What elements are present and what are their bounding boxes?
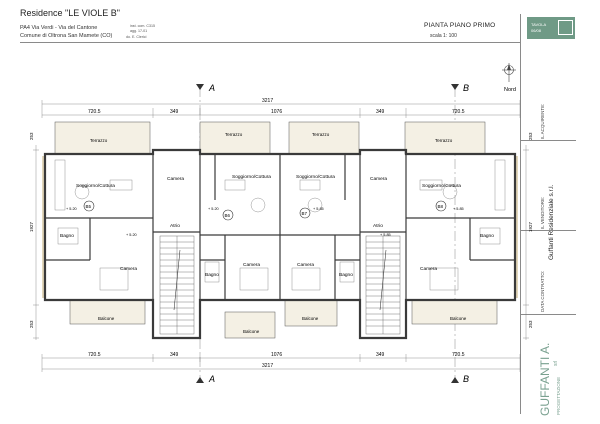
dimension-top [41, 100, 521, 118]
room-soggiorno-2: Soggiorno/Cottura [232, 174, 271, 180]
address-line: PA4 Via Verdi - Via del Cantone [20, 25, 98, 31]
unit-label-2: B6 [225, 213, 231, 218]
room-terrazzo-1: Terrazzo [90, 138, 108, 143]
dim-bottom-total: 3217 [262, 363, 273, 369]
furniture [54, 159, 506, 291]
section-b-bottom: B [463, 374, 469, 384]
room-balcone-2: Balcone [243, 329, 260, 334]
header-divider [20, 42, 520, 43]
terraces [54, 121, 486, 155]
wall-accents [42, 156, 518, 298]
dim-right-1: 253 [528, 132, 533, 140]
unit-label-1: B5 [86, 204, 92, 209]
dim-top-2: 349 [170, 109, 179, 115]
dim-left-2: 1927 [29, 221, 34, 232]
room-balcone-3: Balcone [302, 316, 319, 321]
section-a-top: A [208, 83, 215, 93]
dim-bottom-4: 349 [376, 352, 385, 358]
dim-bottom-5: 720.5 [452, 352, 465, 358]
room-camera-5: Camera [297, 262, 314, 268]
side-divider-3 [520, 314, 576, 315]
room-atrio-1: Atrio [170, 223, 180, 229]
level-1: + 5.20 [66, 207, 77, 211]
dim-top-3: 1076 [271, 109, 282, 115]
room-bagno-3: Bagno [339, 272, 353, 278]
side-divider-1 [520, 140, 576, 141]
north-label: Nord [504, 87, 516, 93]
dim-bottom-1: 720.5 [88, 352, 101, 358]
room-soggiorno-1: Soggiorno/Cottura [76, 183, 115, 189]
level-2: + 5.20 [208, 207, 219, 211]
room-balcone-1: Balcone [98, 316, 115, 321]
room-bagno-2: Bagno [205, 272, 219, 278]
comune-line: Comune di Oltrona San Mamete (CO) [20, 33, 113, 39]
building-walls [43, 148, 517, 340]
dimension-bottom [41, 354, 521, 372]
room-balcone-4: Balcone [450, 316, 467, 321]
north-arrow-icon: Nord [502, 63, 516, 93]
room-terrazzo-2: Terrazzo [225, 132, 243, 137]
stairwells [159, 235, 401, 335]
dim-top-5: 720.5 [452, 109, 465, 115]
tavola-label: TAVOLA [531, 22, 547, 27]
section-b-top: B [463, 83, 469, 93]
side-divider-2 [520, 230, 576, 231]
balconies [69, 299, 498, 339]
level-5: + 5.20 [126, 233, 137, 237]
dim-left-3: 253 [29, 320, 34, 328]
level-4: + 5.85 [453, 207, 464, 211]
room-camera-6: Camera [420, 266, 437, 272]
unit-markers [83, 200, 447, 221]
room-camera-3: Camera [120, 266, 137, 272]
room-camera-4: Camera [243, 262, 260, 268]
room-bagno-1: Bagno [60, 233, 74, 239]
room-camera-2: Camera [370, 176, 387, 182]
dim-right-3: 253 [528, 320, 533, 328]
room-camera-1: Camera [167, 176, 184, 182]
dim-bottom-2: 349 [170, 352, 179, 358]
sheet-title: PIANTA PIANO PRIMO [424, 22, 496, 29]
room-terrazzo-3: Terrazzo [312, 132, 330, 137]
interior-walls [45, 154, 515, 300]
project-title: Residence "LE VIOLE B" [20, 8, 120, 18]
dim-top-1: 720.5 [88, 109, 101, 115]
room-terrazzo-4: Terrazzo [435, 138, 453, 143]
dim-top-4: 349 [376, 109, 385, 115]
scale-label: scala 1: 100 [430, 33, 457, 39]
tavola-logo-icon [558, 20, 573, 35]
room-soggiorno-3: Soggiorno/Cottura [296, 174, 335, 180]
level-3: + 5.85 [313, 207, 324, 211]
room-bagno-4: Bagno [480, 233, 494, 239]
dim-top-total: 3217 [262, 98, 273, 104]
dim-right-2: 1927 [528, 221, 533, 232]
reference-2: agg. 17-01 [130, 29, 148, 33]
unit-label-3: B7 [302, 211, 308, 216]
room-atrio-2: Atrio [373, 223, 383, 229]
tavola-badge: TAVOLA 06/08 [527, 17, 575, 39]
unit-label-4: B8 [438, 204, 444, 209]
reference-3: do. E. Clerici [126, 35, 147, 39]
dimension-sides [33, 145, 529, 340]
section-a-bottom: A [208, 374, 215, 384]
room-soggiorno-4: Soggiorno/Cottura [422, 183, 461, 189]
tavola-number: 06/08 [531, 28, 542, 33]
side-panel: IL ACQUIRENTE: IL VENDITORE: Guffanti Re… [520, 44, 580, 424]
level-6: + 5.85 [380, 233, 391, 237]
dim-bottom-3: 1076 [271, 352, 282, 358]
reference-1: inst. com. C315 [130, 24, 155, 28]
side-panel-divider [520, 14, 521, 414]
dim-left-1: 253 [29, 132, 34, 140]
